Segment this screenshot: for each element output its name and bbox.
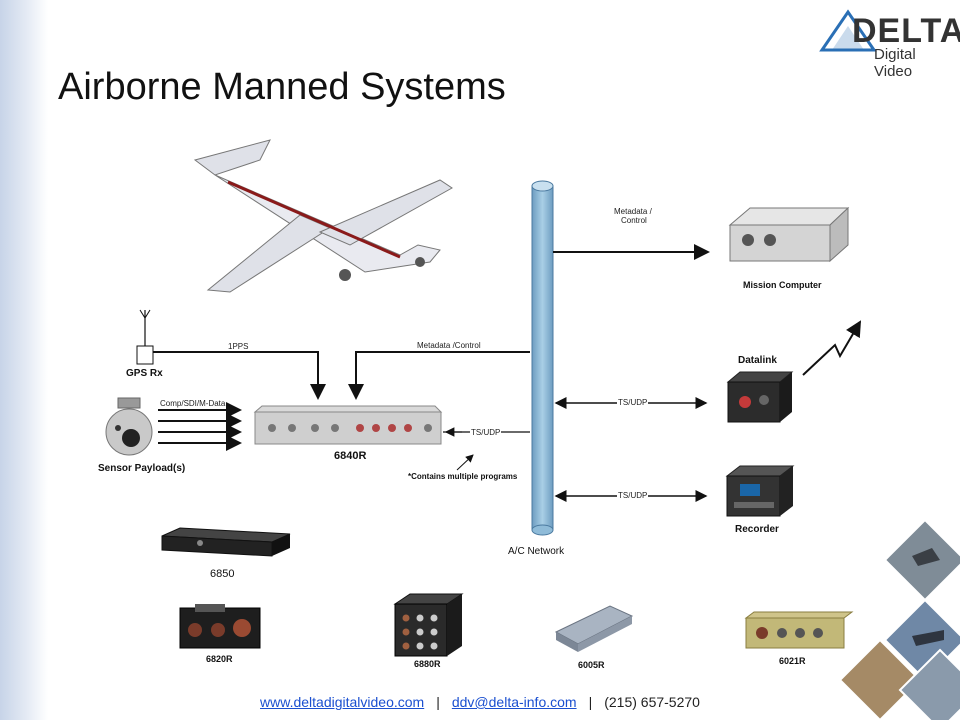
email-link[interactable]: ddv@delta-info.com	[451, 694, 577, 710]
pps-line	[153, 351, 326, 400]
pps-label: 1PPS	[228, 342, 249, 351]
recorder-label: Recorder	[735, 524, 779, 535]
side-gradient	[0, 0, 48, 720]
gps-label: GPS Rx	[126, 368, 163, 379]
unit-6021r-image	[744, 611, 854, 649]
delta-triangle-icon	[819, 9, 877, 52]
mission-computer-label: Mission Computer	[743, 280, 822, 290]
decorative-photo-tiles	[838, 518, 960, 720]
metadata-control-line	[348, 351, 530, 400]
phone-number: (215) 657-5270	[604, 694, 700, 710]
unit-6850-image	[161, 527, 291, 557]
footer-separator: |	[588, 694, 593, 710]
unit-6820r-label: 6820R	[206, 654, 233, 664]
company-logo: DELTA Digital Video	[818, 8, 960, 80]
unit-6880r-label: 6880R	[414, 659, 441, 669]
unit-6850-label: 6850	[210, 568, 235, 580]
logo-word: DELTA	[852, 12, 960, 50]
metadata-control-line2: Control	[621, 216, 647, 225]
unit-6820r-image	[179, 604, 261, 649]
gps-antenna-icon	[136, 309, 154, 365]
datalink-label: Datalink	[738, 355, 777, 366]
sensor-payload-image	[105, 397, 153, 456]
contains-multiple-note: *Contains multiple programs	[408, 472, 518, 481]
unit-6840r-label: 6840R	[334, 450, 367, 462]
rf-signal-icon	[802, 320, 862, 376]
network-label: A/C Network	[508, 546, 565, 557]
slide-title: Airborne Manned Systems	[58, 66, 506, 108]
comp-sdi-label: Comp/SDI/M-Data	[160, 399, 226, 408]
unit-6005r-label: 6005R	[578, 660, 605, 670]
website-link[interactable]: www.deltadigitalvideo.com	[260, 694, 425, 710]
unit-6005r-image	[554, 605, 634, 652]
unit-6880r-image	[393, 593, 464, 657]
ts-udp-datalink-label: TS/UDP	[617, 398, 649, 407]
metadata-control-label: Metadata /Control	[417, 341, 481, 350]
datalink-image	[726, 371, 794, 423]
unit-6021r-label: 6021R	[779, 656, 806, 666]
unit-6840r-image	[253, 405, 443, 445]
airplane-image	[193, 139, 453, 293]
sensor-payload-label: Sensor Payload(s)	[98, 463, 186, 474]
ts-udp-6840r-label: TS/UDP	[470, 428, 502, 437]
ac-network-pipe	[531, 180, 554, 536]
metadata-control-line1: Metadata /	[614, 207, 652, 216]
note-pointer-arrow	[456, 454, 474, 471]
logo-subtitle: Digital Video	[874, 46, 916, 80]
recorder-image	[725, 465, 795, 517]
footer-separator: |	[436, 694, 440, 710]
mission-computer-image	[728, 206, 850, 263]
ts-udp-recorder-label: TS/UDP	[617, 491, 649, 500]
footer: www.deltadigitalvideo.com | ddv@delta-info…	[0, 694, 960, 710]
